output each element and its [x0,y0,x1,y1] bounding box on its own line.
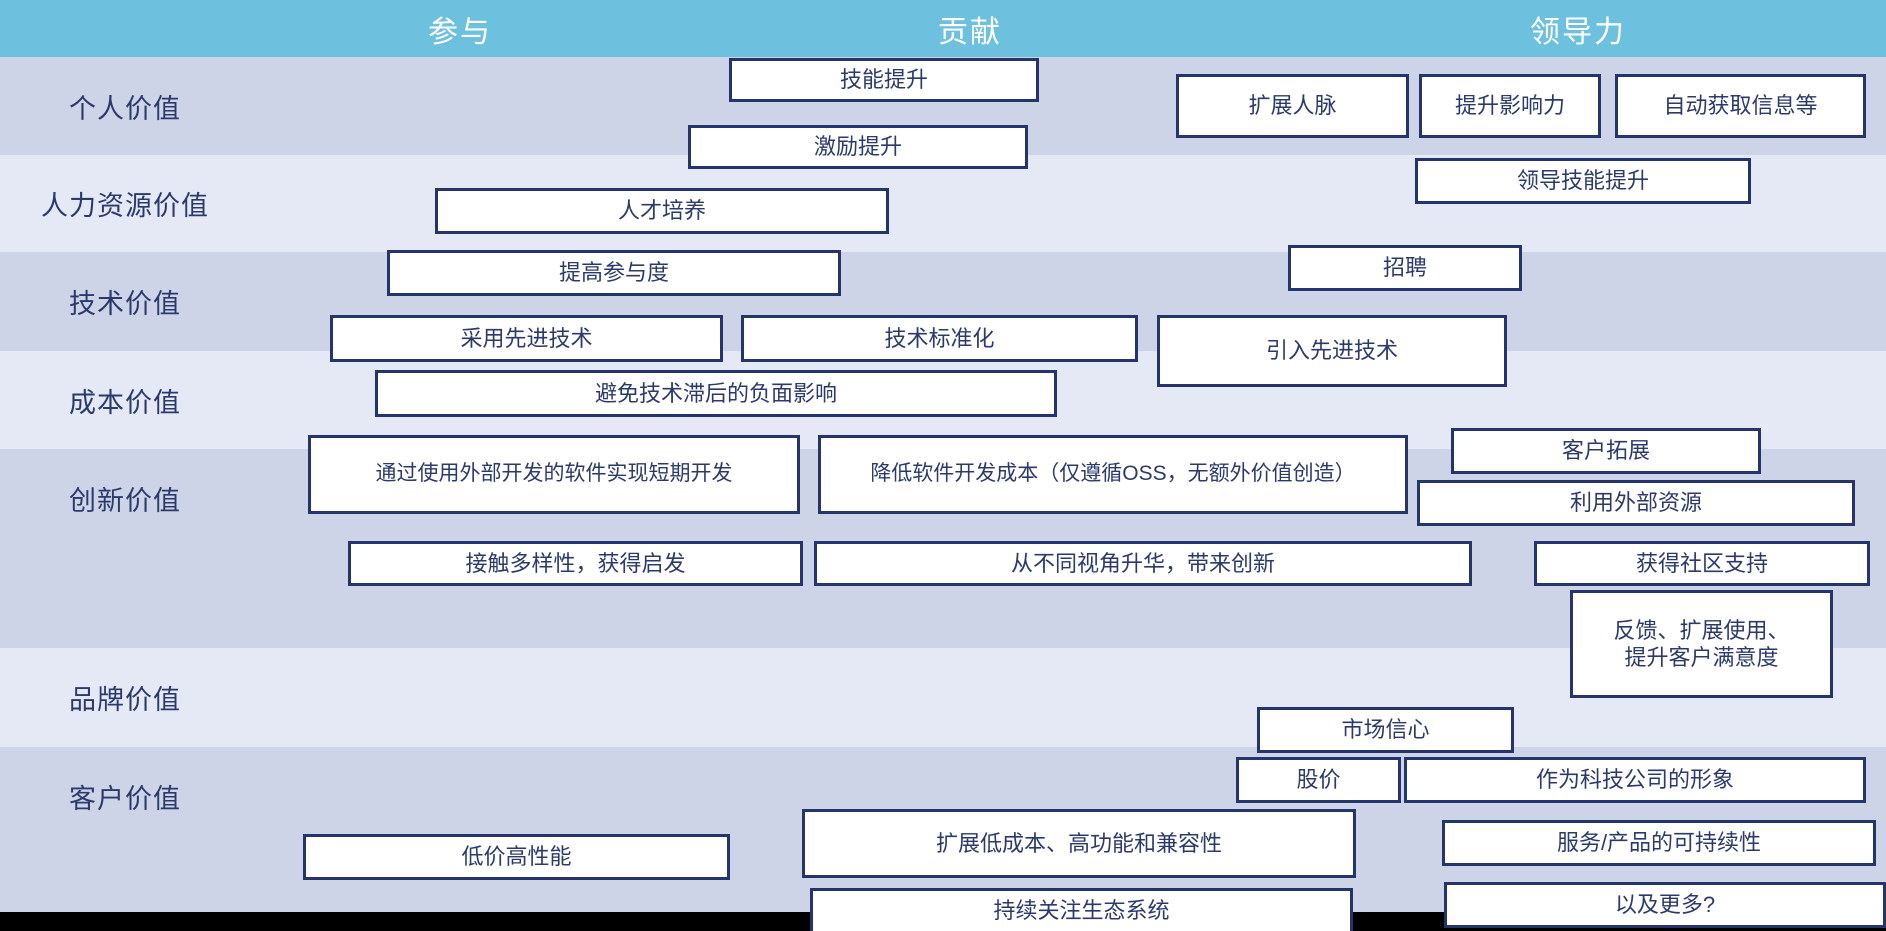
row-label-customer-value: 客户价值 [69,784,181,814]
value-box-adopt-advanced-tech[interactable]: 采用先进技术 [330,315,723,362]
value-box-stock-price[interactable]: 股价 [1236,757,1401,803]
value-box-skill-improvement[interactable]: 技能提升 [729,58,1039,102]
row-label-personal-value: 个人价值 [69,93,181,124]
value-box-market-confidence[interactable]: 市场信心 [1257,707,1514,753]
value-box-introduce-advanced-tech[interactable]: 引入先进技术 [1157,315,1507,387]
value-box-recruitment[interactable]: 招聘 [1288,245,1522,291]
value-box-tech-standardization[interactable]: 技术标准化 [741,315,1138,362]
value-box-expand-low-cost[interactable]: 扩展低成本、高功能和兼容性 [802,809,1356,878]
value-box-auto-get-info[interactable]: 自动获取信息等 [1615,74,1866,138]
row-label-tech-value: 技术价值 [69,289,181,319]
value-box-different-perspectives[interactable]: 从不同视角升华，带来创新 [814,541,1472,586]
value-box-customer-expansion[interactable]: 客户拓展 [1451,428,1761,474]
value-box-motivation-improvement[interactable]: 激励提升 [688,125,1028,169]
value-box-continuous-ecosystem[interactable]: 持续关注生态系统 [810,888,1353,931]
row-label-cost-value: 成本价值 [69,387,181,418]
value-box-diversity-inspiration[interactable]: 接触多样性，获得启发 [348,541,803,586]
column-header-contribution: 贡献 [938,15,1002,49]
value-box-community-support[interactable]: 获得社区支持 [1534,541,1870,586]
value-box-talent-development[interactable]: 人才培养 [435,188,889,234]
value-box-short-term-dev[interactable]: 通过使用外部开发的软件实现短期开发 [308,435,800,514]
value-box-increase-influence[interactable]: 提升影响力 [1419,74,1601,138]
value-box-expand-network[interactable]: 扩展人脉 [1176,74,1409,138]
value-box-service-sustainability[interactable]: 服务/产品的可持续性 [1442,820,1876,866]
value-box-leadership-skill-up[interactable]: 领导技能提升 [1415,158,1751,204]
row-label-brand-value: 品牌价值 [69,685,181,715]
value-box-and-more[interactable]: 以及更多? [1444,882,1886,928]
row-label-innovation-value: 创新价值 [69,486,181,516]
row-label-hr-value: 人力资源价值 [41,191,209,221]
value-box-low-price-high-perf[interactable]: 低价高性能 [303,834,730,880]
value-box-feedback-satisfaction[interactable]: 反馈、扩展使用、 提升客户满意度 [1570,590,1833,698]
column-header-participation: 参与 [428,15,492,49]
value-box-avoid-tech-lag[interactable]: 避免技术滞后的负面影响 [375,370,1057,417]
value-box-use-external-resources[interactable]: 利用外部资源 [1417,480,1855,526]
value-box-tech-company-image[interactable]: 作为科技公司的形象 [1404,757,1866,803]
header-band [0,0,1886,57]
value-box-increase-participation[interactable]: 提高参与度 [387,250,841,296]
column-header-leadership: 领导力 [1530,15,1626,49]
value-box-reduce-dev-cost[interactable]: 降低软件开发成本（仅遵循OSS，无额外价值创造） [818,435,1408,514]
